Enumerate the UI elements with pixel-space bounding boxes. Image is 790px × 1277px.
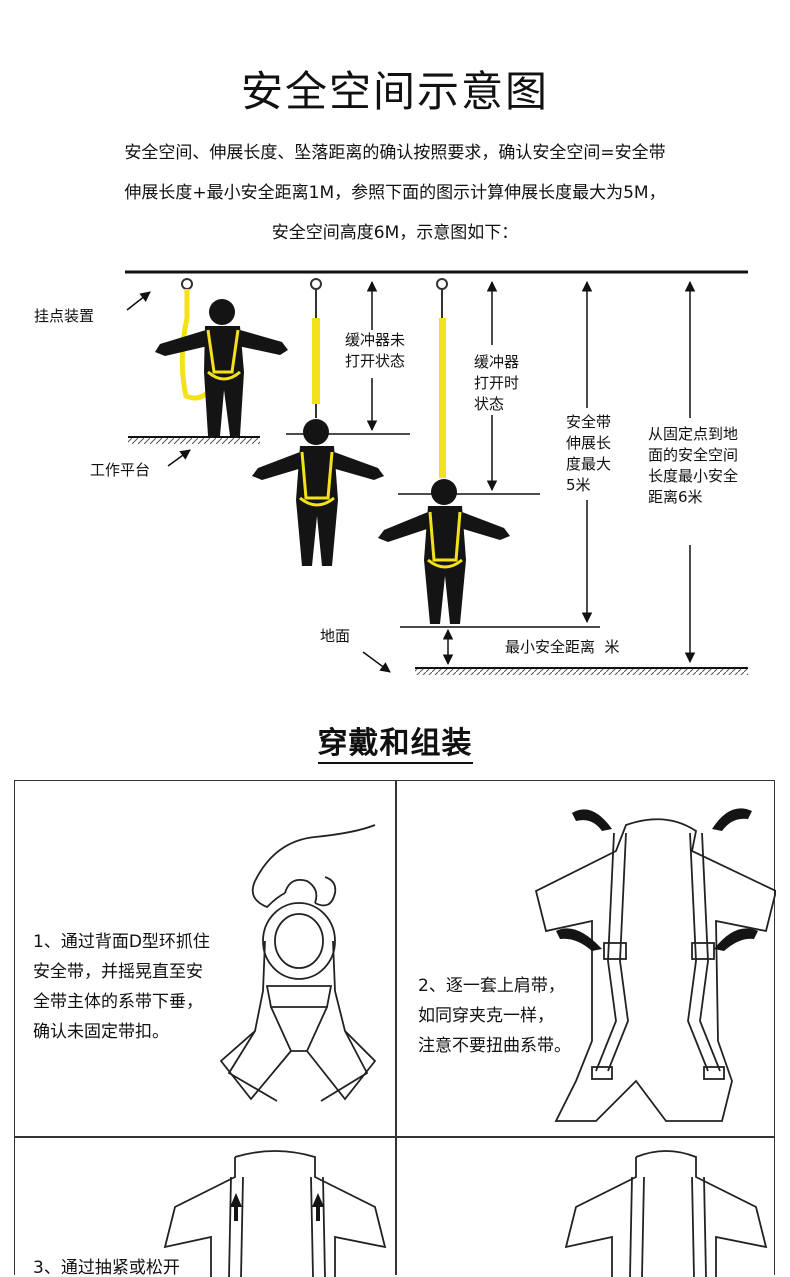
worker-figure-buffer-open: [378, 278, 510, 624]
label-ground: 地面: [320, 627, 351, 645]
safety-space-diagram: [125, 270, 748, 675]
label-min-safe-distance: 最小安全距离 米: [505, 638, 620, 656]
step-3-cell: 3、通过抽紧或松开: [15, 1137, 395, 1277]
label-work-platform: 工作平台: [90, 461, 151, 479]
step-2-text: 2、逐一套上肩带， 如同穿夹克一样， 注意不要扭曲系带。: [418, 976, 571, 1056]
worker-figure-standing: [155, 278, 288, 436]
intro-line-1: 安全空间、伸展长度、坠落距离的确认按照要求，确认安全空间=安全带: [124, 143, 666, 163]
strap-adjust-illustration: [163, 1150, 387, 1277]
label-buffer-open: 缓冲器打开时状态: [474, 353, 520, 413]
step-4-cell: [396, 1137, 776, 1277]
label-clearance: 从固定点到地面的安全空间长度最小安全距离6米: [648, 425, 739, 506]
label-anchor-device: 挂点装置: [34, 307, 95, 325]
step-3-text: 3、通过抽紧或松开: [33, 1258, 180, 1277]
steps-grid: 1、通过背面D型环抓住 安全带，并摇晃直至安 全带主体的系带下垂， 确认未固定带…: [14, 780, 776, 1277]
intro-line-2: 伸展长度+最小安全距离1M，参照下面的图示计算伸展长度最大为5M，: [124, 183, 666, 203]
shoulder-strap-illustration: [534, 808, 776, 1122]
worker-figure-buffer-closed: [252, 278, 384, 566]
step-2-cell: 2、逐一套上肩带， 如同穿夹克一样， 注意不要扭曲系带。: [396, 781, 776, 1136]
page-title: 安全空间示意图: [240, 67, 549, 116]
intro-line-3: 安全空间高度6M，示意图如下：: [271, 223, 519, 243]
step-1-text: 1、通过背面D型环抓住 安全带，并摇晃直至安 全带主体的系带下垂， 确认未固定带…: [33, 932, 210, 1042]
harness-back-illustration: [564, 1150, 768, 1277]
step-1-cell: 1、通过背面D型环抓住 安全带，并摇晃直至安 全带主体的系带下垂， 确认未固定带…: [15, 781, 395, 1136]
hand-holding-harness-illustration: [219, 824, 377, 1102]
label-buffer-closed: 缓冲器未打开状态: [345, 331, 406, 370]
section-heading-wear-assembly: 穿戴和组装: [0, 718, 790, 764]
